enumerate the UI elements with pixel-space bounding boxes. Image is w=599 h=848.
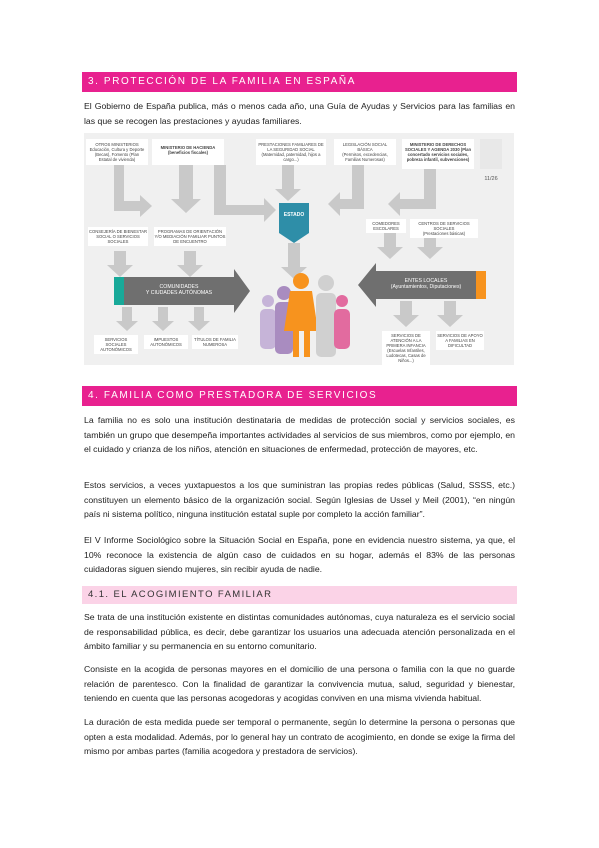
label-impuestos: IMPUESTOS AUTONÓMICOS bbox=[144, 335, 188, 349]
arrow-legislacion bbox=[328, 165, 364, 216]
label-atencion: SERVICIOS DE ATENCIÓN A LA PRIMERA INFAN… bbox=[382, 331, 430, 365]
arrow-atencion bbox=[393, 301, 419, 327]
section-4-1-p2: Consiste en la acogida de personas mayor… bbox=[84, 664, 515, 704]
label-entes: ENTES LOCALES (Ayuntamientos, Diputacion… bbox=[390, 278, 462, 290]
label-derechos: MINISTERIO DE DERECHOS SOCIALES Y AGENDA… bbox=[404, 142, 472, 162]
comunidades-teal bbox=[114, 277, 124, 305]
label-apoyo: SERVICIOS DE APOYO A FAMILIAS EN DIFICUL… bbox=[436, 331, 484, 350]
section-3-header: 3. PROTECCIÓN DE LA FAMILIA EN ESPAÑA bbox=[82, 72, 517, 92]
box-prestaciones bbox=[256, 139, 326, 165]
arrow-consejeria bbox=[107, 251, 133, 277]
label-ss-autonomicos: SERVICIOS SOCIALES AUTONÓMICOS bbox=[94, 335, 138, 354]
label-consejeria: CONSEJERÍA DE BIENESTAR SOCIAL O SERVICI… bbox=[88, 227, 148, 246]
arrow-derechos bbox=[388, 169, 436, 216]
arrow-comedores bbox=[377, 229, 403, 259]
box-nav bbox=[480, 139, 502, 169]
label-titulos: TÍTULOS DE FAMILIA NUMEROSA bbox=[192, 335, 238, 349]
box-derechos bbox=[402, 139, 474, 169]
family-icon bbox=[260, 273, 350, 357]
arrow-prestaciones bbox=[275, 165, 301, 201]
arrow-programas bbox=[177, 251, 203, 277]
arrow-entes bbox=[358, 263, 484, 307]
arrow-apoyo bbox=[437, 301, 463, 327]
section-4-header: 4. FAMILIA COMO PRESTADORA DE SERVICIOS bbox=[82, 386, 517, 406]
arrow-comunidades bbox=[114, 269, 250, 313]
label-otros-ministerios: OTROS MINISTERIOS Educación, Cultura y D… bbox=[89, 142, 145, 162]
section-4-1-p3: La duración de esta medida puede ser tem… bbox=[84, 717, 515, 757]
page-counter[interactable]: 11/26 bbox=[484, 176, 498, 182]
arrow-titulos bbox=[188, 307, 210, 331]
section-4-p3: El V Informe Sociológico sobre la Situac… bbox=[84, 535, 515, 575]
section-4-1-p1: Se trata de una institución existente en… bbox=[84, 612, 515, 652]
label-centros: CENTROS DE SERVICIOS SOCIALES (Prestacio… bbox=[410, 219, 478, 238]
arrow-estado-down bbox=[281, 243, 307, 279]
section-4-p1: La familia no es solo una institución de… bbox=[84, 415, 515, 455]
box-hacienda bbox=[152, 139, 224, 165]
box-legislacion bbox=[334, 139, 396, 165]
label-programas: PROGRAMAS DE ORIENTACIÓN Y/O MEDIACIÓN F… bbox=[154, 227, 226, 246]
section-4-p2: Estos servicios, a veces yuxtapuestos a … bbox=[84, 480, 515, 520]
label-legislacion: LEGISLACIÓN SOCIAL BÁSICA (Permisos, exc… bbox=[342, 142, 388, 162]
label-comedores: COMEDORES ESCOLARES bbox=[366, 219, 406, 233]
entes-orange bbox=[476, 271, 486, 299]
arrow-centros bbox=[417, 229, 443, 259]
label-comunidades: COMUNIDADES Y CIUDADES AUTÓNOMAS bbox=[145, 284, 213, 296]
estado-shield bbox=[279, 203, 309, 243]
arrow-otros bbox=[114, 165, 152, 217]
arrow-hacienda-estado bbox=[214, 165, 276, 222]
box-otros-ministerios bbox=[86, 139, 148, 165]
family-protection-diagram: OTROS MINISTERIOS Educación, Cultura y D… bbox=[84, 133, 514, 365]
section-3-intro: El Gobierno de España publica, más o men… bbox=[84, 101, 515, 126]
section-4-1-header: 4.1. EL ACOGIMIENTO FAMILIAR bbox=[82, 586, 517, 604]
label-estado: ESTADO bbox=[283, 212, 305, 218]
label-prestaciones: PRESTACIONES FAMILIARES DE LA SEGURIDAD … bbox=[258, 142, 324, 162]
arrow-ss-autonomicos bbox=[116, 307, 138, 331]
diagram-arrows bbox=[86, 139, 502, 357]
label-hacienda: MINISTERIO DE HACIENDA (beneficios fisca… bbox=[160, 145, 216, 155]
arrow-impuestos bbox=[152, 307, 174, 331]
arrow-hacienda bbox=[171, 165, 201, 213]
